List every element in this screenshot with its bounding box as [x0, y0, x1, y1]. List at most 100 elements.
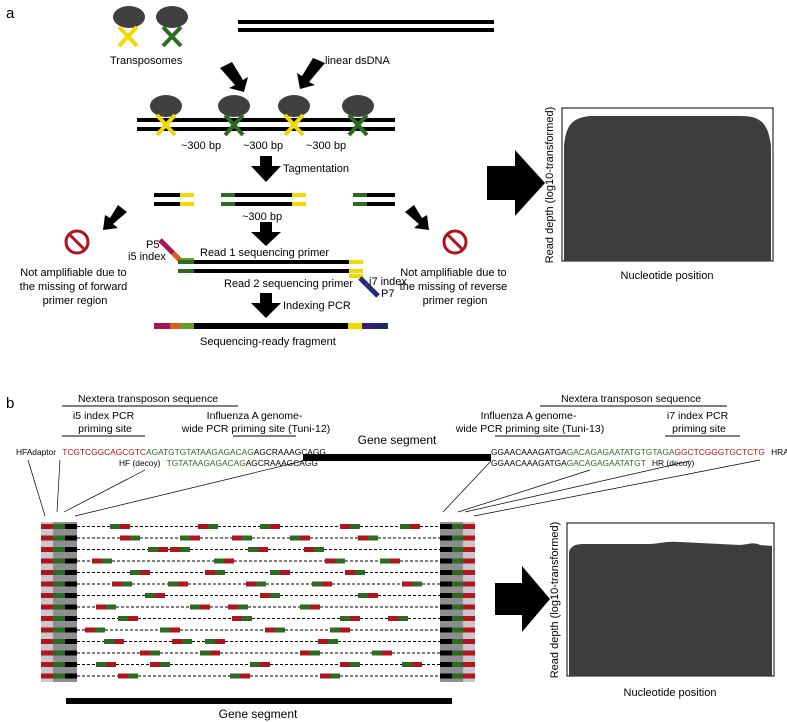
- primer-end: [53, 650, 65, 656]
- read-end: [190, 535, 200, 541]
- i7-pcr-label: i7 index PCR priming site: [667, 410, 731, 435]
- adaptor-end: [41, 673, 53, 679]
- transposome-yellow: [113, 6, 145, 48]
- read-end: [210, 650, 220, 656]
- adaptor-end: [41, 547, 53, 552]
- primer-end: [452, 547, 463, 552]
- read-end: [390, 558, 400, 564]
- linear-dsdna-label: linear dsDNA: [325, 55, 390, 67]
- genome-end: [440, 581, 452, 587]
- read2-label: Read 2 sequencing primer: [224, 278, 353, 290]
- read-end: [270, 593, 280, 598]
- read-end: [412, 662, 422, 667]
- hr-decoy-sequence: GGAACAAAGATGAGACAGAGAATATGT HR (decoy): [491, 458, 695, 468]
- read-end: [180, 547, 190, 552]
- fragment-middle: [221, 193, 306, 206]
- read-end: [120, 524, 130, 529]
- genome-end: [440, 558, 452, 564]
- read-end: [410, 524, 420, 529]
- arrow-icon: [251, 222, 281, 246]
- read-end: [242, 616, 252, 621]
- fragment-right: [353, 193, 395, 206]
- genome-end: [440, 524, 452, 529]
- read-end: [232, 535, 242, 541]
- tagmentation-label: Tagmentation: [283, 163, 349, 175]
- read-end: [340, 627, 350, 633]
- read-end: [170, 627, 180, 633]
- primer-end: [53, 581, 65, 587]
- primer-end: [452, 593, 463, 598]
- genome-end: [440, 570, 452, 575]
- read-end: [330, 673, 340, 679]
- plot-b-ylabel: Read depth (log10-transformed): [549, 522, 561, 679]
- panel-b-label: b: [6, 395, 14, 412]
- primer-end: [452, 558, 463, 564]
- read-end: [182, 639, 192, 644]
- primer-end: [53, 639, 65, 644]
- primer-end: [53, 558, 65, 564]
- adaptor-end: [41, 616, 53, 621]
- adaptor-end: [41, 581, 53, 587]
- adaptor-end: [41, 570, 53, 575]
- read-end: [402, 581, 412, 587]
- read-end: [178, 581, 188, 587]
- read-end: [96, 662, 106, 667]
- adaptor-end: [463, 662, 475, 667]
- primer-end: [53, 616, 65, 621]
- read-end: [402, 662, 412, 667]
- primer-end: [53, 524, 65, 529]
- adaptor-end: [463, 524, 475, 529]
- genome-end: [440, 639, 452, 644]
- adaptor-end: [41, 650, 53, 656]
- primer-end: [452, 627, 463, 633]
- hf-sequence: HFAdaptor TCGTCGGCAGCGTCAGATGTGTATAAGAGA…: [16, 447, 326, 457]
- read-end: [190, 604, 200, 610]
- transposomes-label: Transposomes: [110, 55, 183, 67]
- read-end: [110, 524, 120, 529]
- genome-end: [440, 616, 452, 621]
- read-end: [112, 581, 122, 587]
- sequencing-ready-label: Sequencing-ready fragment: [200, 336, 336, 348]
- plot-a-xlabel: Nucleotide position: [621, 270, 714, 282]
- adaptor-end: [463, 558, 475, 564]
- adaptor-band-left: [41, 522, 53, 682]
- prohibited-icon: [64, 229, 90, 255]
- primer-end: [53, 593, 65, 598]
- read-end: [85, 627, 95, 633]
- genome-end: [440, 547, 452, 552]
- read-end: [95, 627, 105, 633]
- read-end: [358, 593, 368, 598]
- read-end: [130, 535, 140, 541]
- genome-end: [65, 627, 77, 633]
- primer-end: [452, 570, 463, 575]
- adaptor-end: [463, 639, 475, 644]
- read-end: [328, 639, 338, 644]
- read-end: [320, 673, 330, 679]
- genome-end: [440, 627, 452, 633]
- read-end: [270, 570, 280, 575]
- read-end: [260, 524, 270, 529]
- genome-end: [65, 604, 77, 610]
- primer-band-left: [53, 522, 77, 682]
- read-end: [102, 558, 112, 564]
- adaptor-end: [41, 662, 53, 667]
- tagmentation-complex: [137, 95, 395, 137]
- hf-decoy-sequence: HF (decoy) TGTATAAGAGACAGAGCRAAAGCAGG: [119, 458, 318, 468]
- primer-end: [452, 604, 463, 610]
- read-end: [172, 639, 182, 644]
- read-end: [205, 570, 215, 575]
- read-end: [325, 558, 335, 564]
- read-end: [224, 558, 234, 564]
- read-end: [275, 627, 285, 633]
- read-end: [106, 604, 116, 610]
- genome-end: [65, 524, 77, 529]
- read-end: [208, 524, 218, 529]
- read-end: [350, 524, 360, 529]
- read-end: [310, 650, 320, 656]
- read-end: [140, 650, 150, 656]
- genome-end: [440, 662, 452, 667]
- read-end: [300, 604, 310, 610]
- plot-a: [561, 107, 774, 262]
- read-end: [330, 627, 340, 633]
